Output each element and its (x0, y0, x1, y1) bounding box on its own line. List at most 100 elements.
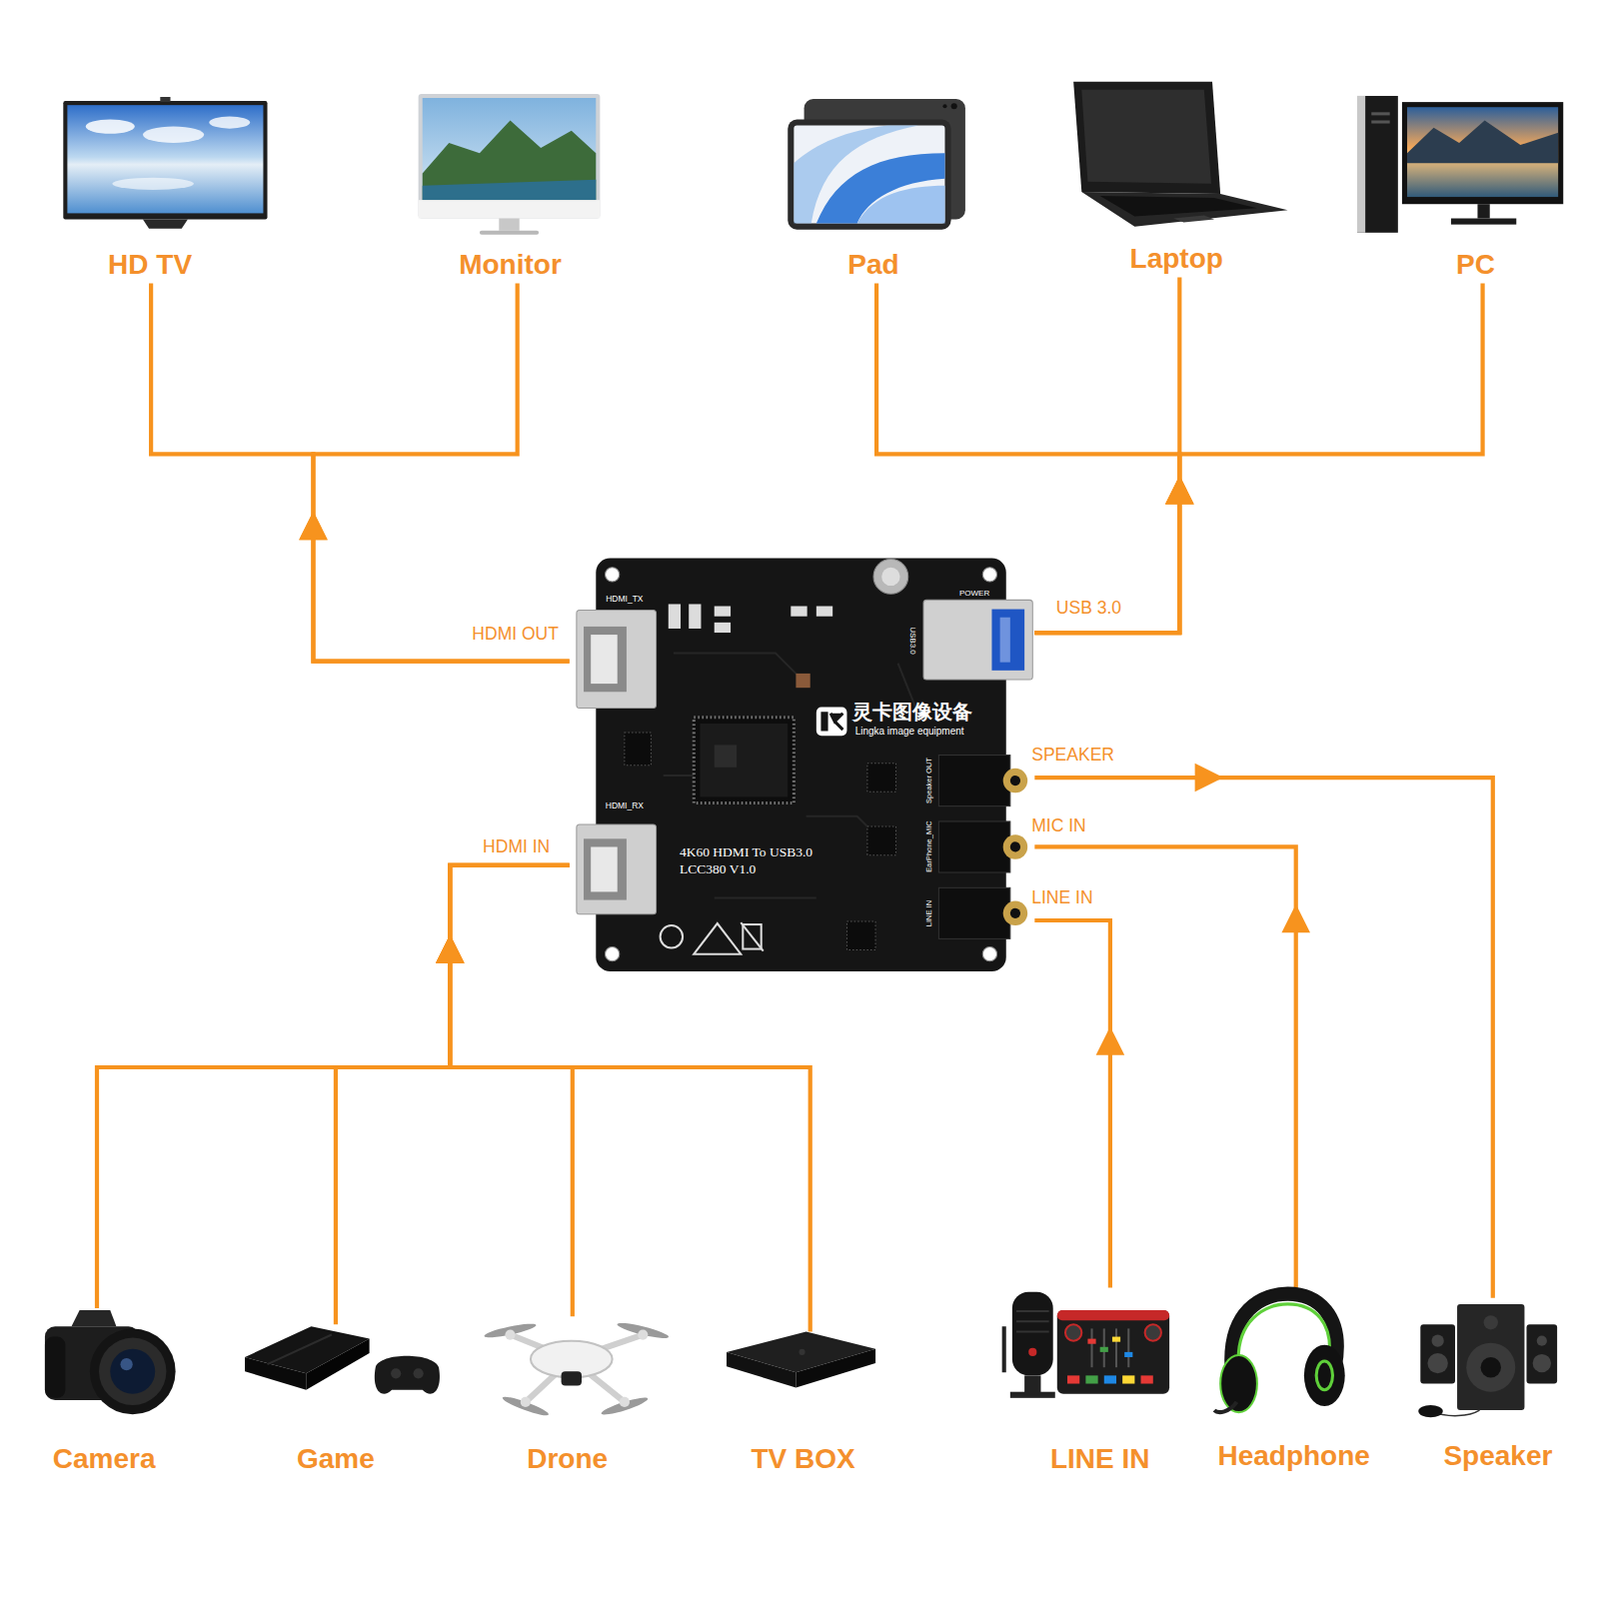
board-graphic-part (1003, 768, 1029, 794)
drone-icon-part (616, 1320, 670, 1342)
game-console-icon-part (244, 1357, 306, 1391)
hdtv-icon-part (66, 104, 263, 213)
laptop-icon-part (1081, 89, 1212, 184)
drone-icon-part (483, 1321, 538, 1341)
drone-icon (483, 1320, 670, 1419)
desktop-pc-icon-part (1371, 119, 1390, 123)
silkscreen-label: HDMI_RX (605, 801, 644, 811)
speaker-icon-part (1481, 1357, 1502, 1378)
speaker-icon-part (1526, 1324, 1558, 1384)
monitor-icon-part (422, 119, 597, 200)
board-graphic-part (740, 922, 763, 952)
speaker-icon-part (1457, 1304, 1525, 1411)
drone-icon-part (520, 1397, 531, 1408)
silkscreen-label: POWER (959, 589, 990, 599)
audio-mixer-icon-part (1016, 1320, 1050, 1323)
hdtv-icon-part (208, 115, 250, 128)
arrow-head (298, 511, 328, 541)
board-graphic-part (699, 723, 788, 798)
hdtv-icon-part (159, 96, 170, 102)
connector (435, 865, 573, 1317)
audio-mixer-icon-part (1057, 1310, 1170, 1395)
device-label: Camera (52, 1443, 156, 1476)
silkscreen-label: USB3.0 (907, 626, 917, 655)
laptop-icon-part (1173, 214, 1215, 222)
connector (1034, 276, 1194, 633)
connector (335, 865, 570, 1325)
speaker-icon-part (1484, 1315, 1499, 1330)
drone-icon-part (500, 1394, 550, 1419)
connector (150, 283, 570, 662)
device-label: Laptop (1130, 242, 1224, 275)
board-graphic-part (1010, 775, 1021, 786)
laptop-icon (1073, 81, 1288, 227)
game-console-icon-part (390, 1368, 401, 1379)
audio-mixer-icon (1004, 1292, 1170, 1399)
device-label: LINE IN (1050, 1443, 1151, 1476)
tablet-icon-part (793, 125, 945, 224)
game-console-icon-part (305, 1339, 369, 1391)
board-graphic-part (923, 599, 1033, 680)
hdtv-icon-part (85, 118, 135, 133)
board-text: 4K60 HDMI To USB3.0 LCC380 V1.0 (679, 844, 833, 877)
game-console-icon-part (413, 1368, 424, 1379)
board-graphic-part (1003, 834, 1029, 860)
connector (1034, 920, 1125, 1289)
connector-line (1034, 777, 1493, 1299)
tv-box-icon-part (726, 1352, 796, 1389)
monitor-icon-part (479, 230, 539, 235)
arrow-head (435, 934, 465, 964)
port-label: HDMI IN (482, 838, 550, 858)
connector (1034, 283, 1483, 634)
audio-mixer-icon-part (1085, 1375, 1098, 1384)
audio-mixer-icon-part (1104, 1375, 1117, 1384)
board-graphic-part (867, 826, 897, 856)
board-graphic-part (982, 947, 997, 962)
silkscreen-label: HDMI_TX (605, 595, 643, 605)
monitor-icon-part (498, 218, 519, 231)
arrow-head (1096, 1026, 1126, 1056)
device-label: Game (296, 1443, 375, 1476)
arrow-head (435, 934, 465, 964)
arrow-head (435, 934, 465, 964)
game-console-icon (244, 1326, 440, 1394)
device-label: Headphone (1217, 1440, 1370, 1473)
game-console-icon-part (267, 1335, 332, 1366)
arrow-head (1281, 904, 1311, 934)
audio-mixer-icon-part (1122, 1375, 1135, 1384)
headset-icon-part (1214, 1402, 1237, 1413)
monitor-icon-part (422, 179, 597, 200)
audio-mixer-icon-part (1141, 1375, 1154, 1384)
connector (1034, 763, 1493, 1299)
board-graphic-part (590, 634, 618, 684)
drone-icon-part (619, 1397, 630, 1408)
audio-mixer-icon-part (1112, 1337, 1121, 1343)
board-graphic-part (822, 713, 843, 730)
monitor-icon-part (418, 93, 601, 219)
headset-icon (1214, 1294, 1346, 1413)
headset-icon-part (1316, 1361, 1333, 1391)
board-graphic-part (873, 559, 909, 595)
board-graphic-part (1003, 901, 1029, 927)
desktop-pc-icon-part (1402, 101, 1564, 204)
speaker-icon-part (1537, 1336, 1548, 1347)
speaker-icon-part (1533, 1354, 1552, 1373)
camera-icon-part (44, 1337, 65, 1399)
board-graphic-part (867, 763, 897, 793)
board-graphic-part (1000, 617, 1011, 663)
audio-mixer-icon-part (1016, 1310, 1050, 1313)
port-label: HDMI OUT (471, 624, 559, 644)
headset-icon-part (1220, 1355, 1258, 1413)
desktop-pc-icon-part (1357, 95, 1399, 233)
monitor-icon (418, 93, 601, 235)
tv-box-icon-part (795, 1349, 876, 1389)
speaker-icon-part (1432, 1335, 1445, 1348)
headset-icon-part (1304, 1345, 1346, 1407)
connector (1034, 846, 1311, 1292)
board-graphic-part (1010, 908, 1021, 919)
audio-mixer-icon-part (1024, 1375, 1041, 1394)
camera-icon-part (98, 1338, 166, 1406)
game-console-icon-part (374, 1356, 440, 1395)
audio-device: LINE IN (985, 1288, 1170, 1479)
